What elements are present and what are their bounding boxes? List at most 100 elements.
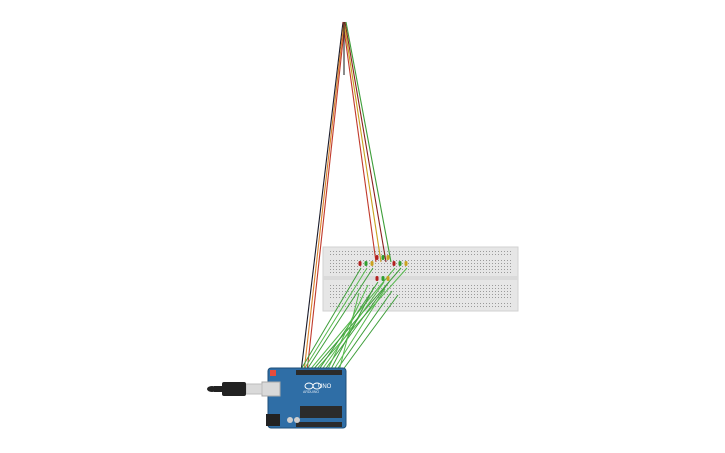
breadboard-hole <box>348 303 349 304</box>
led[interactable] <box>375 255 379 260</box>
breadboard[interactable] <box>322 246 519 312</box>
power-jack[interactable] <box>266 414 280 426</box>
breadboard-hole <box>480 266 481 267</box>
breadboard-hole <box>510 254 511 255</box>
breadboard-hole <box>387 251 388 252</box>
led[interactable] <box>386 255 390 260</box>
wire-green[interactable] <box>341 294 399 372</box>
breadboard-hole <box>414 285 415 286</box>
wire-green[interactable] <box>302 267 368 372</box>
wire-black[interactable] <box>300 21 344 373</box>
breadboard-hole <box>402 291 403 292</box>
breadboard-hole <box>498 260 499 261</box>
breadboard-hole <box>357 266 358 267</box>
breadboard-hole <box>339 263 340 264</box>
breadboard-hole <box>423 269 424 270</box>
breadboard-hole <box>330 294 331 295</box>
wire-red-to-board[interactable] <box>306 21 346 373</box>
breadboard-hole <box>438 306 439 307</box>
digital-header[interactable] <box>296 370 342 375</box>
wire-green[interactable] <box>326 284 369 372</box>
breadboard-hole <box>396 251 397 252</box>
breadboard-hole <box>366 294 367 295</box>
breadboard-hole <box>366 297 367 298</box>
breadboard-hole <box>414 263 415 264</box>
wire-green[interactable] <box>299 267 362 372</box>
wire-darkred-to-led[interactable] <box>344 21 387 263</box>
usb-cable[interactable] <box>207 382 263 396</box>
green-wire-bundle[interactable] <box>299 267 408 372</box>
breadboard-hole <box>348 251 349 252</box>
led[interactable] <box>398 261 402 266</box>
wire-orange[interactable] <box>303 21 345 373</box>
wire-green[interactable] <box>335 290 393 372</box>
led[interactable] <box>381 276 385 281</box>
led[interactable] <box>375 276 379 281</box>
usb-port[interactable] <box>261 381 281 397</box>
breadboard-hole <box>459 266 460 267</box>
wire-green[interactable] <box>305 267 374 372</box>
led[interactable] <box>392 261 396 266</box>
breadboard-hole <box>438 291 439 292</box>
top-wire-bundle[interactable] <box>300 21 392 373</box>
reset-button[interactable] <box>270 370 276 376</box>
arduino-board[interactable]: UNO ARDUINO <box>261 367 347 429</box>
breadboard-hole <box>330 291 331 292</box>
wire-red-to-led[interactable] <box>342 21 377 263</box>
breadboard-hole <box>483 297 484 298</box>
breadboard-hole <box>393 291 394 292</box>
led[interactable] <box>381 255 385 260</box>
breadboard-hole <box>423 266 424 267</box>
breadboard-hole <box>429 272 430 273</box>
analog-header[interactable] <box>296 422 342 427</box>
led[interactable] <box>364 261 368 266</box>
wire-green[interactable] <box>338 292 360 372</box>
breadboard-hole <box>444 306 445 307</box>
led[interactable] <box>386 276 390 281</box>
breadboard-hole <box>492 288 493 289</box>
breadboard-hole <box>438 285 439 286</box>
breadboard-hole <box>468 251 469 252</box>
breadboard-hole <box>423 263 424 264</box>
wire-green[interactable] <box>323 281 390 372</box>
breadboard-hole <box>357 269 358 270</box>
breadboard-hole <box>372 303 373 304</box>
breadboard-hole <box>402 263 403 264</box>
breadboard-hole <box>342 251 343 252</box>
breadboard-hole <box>447 263 448 264</box>
breadboard-hole <box>438 288 439 289</box>
wire-green[interactable] <box>329 286 375 372</box>
breadboard-hole <box>390 303 391 304</box>
breadboard-hole <box>426 269 427 270</box>
breadboard-hole <box>390 306 391 307</box>
led[interactable] <box>370 261 374 266</box>
breadboard-hole <box>339 291 340 292</box>
breadboard-hole <box>468 260 469 261</box>
wire-green-to-led[interactable] <box>345 21 392 263</box>
breadboard-hole <box>369 269 370 270</box>
breadboard-hole <box>507 269 508 270</box>
wire-green[interactable] <box>332 288 386 372</box>
usb-connector-metal <box>245 383 263 395</box>
breadboard-hole <box>360 303 361 304</box>
breadboard-hole <box>405 272 406 273</box>
breadboard-hole <box>447 294 448 295</box>
breadboard-hole <box>438 297 439 298</box>
wire-yellow-to-led[interactable] <box>343 21 382 263</box>
breadboard-hole <box>339 269 340 270</box>
breadboard-hole <box>351 297 352 298</box>
breadboard-hole <box>501 288 502 289</box>
breadboard-hole <box>504 294 505 295</box>
breadboard-hole <box>453 294 454 295</box>
led[interactable] <box>358 261 362 266</box>
led-group[interactable] <box>358 255 408 281</box>
breadboard-hole <box>414 294 415 295</box>
led[interactable] <box>404 261 408 266</box>
breadboard-hole <box>441 306 442 307</box>
breadboard-hole <box>477 306 478 307</box>
breadboard-hole <box>459 251 460 252</box>
breadboard-hole <box>474 303 475 304</box>
wire-green[interactable] <box>320 281 385 372</box>
